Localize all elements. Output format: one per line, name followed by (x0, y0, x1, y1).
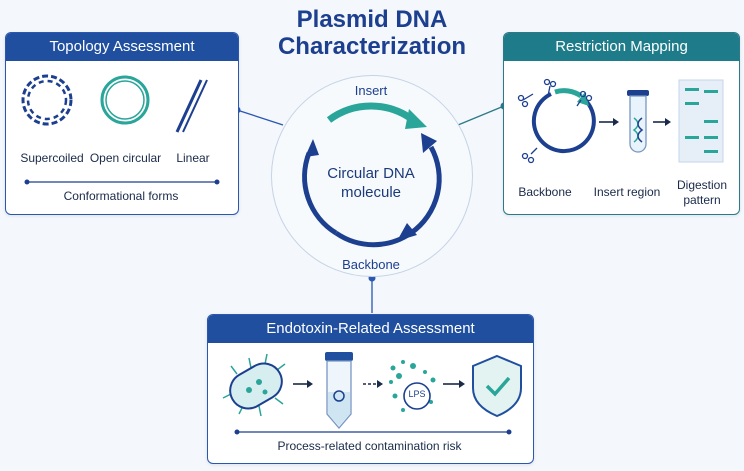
label-insert-region: Insert region (593, 185, 661, 199)
lps-label: LPS (408, 389, 426, 399)
topology-heading: Topology Assessment (6, 33, 238, 61)
vial-icon (325, 352, 353, 429)
form-open-circular: Open circular (89, 151, 162, 165)
test-tube-icon (627, 90, 649, 153)
scissors-icon (517, 78, 593, 164)
cut-plasmid-icon (531, 88, 596, 154)
backbone-label: Backbone (342, 257, 400, 272)
center-line-1: Circular DNA (327, 165, 415, 182)
label-digestion-pattern: Digestion pattern (676, 178, 728, 207)
endotoxin-heading: Endotoxin-Related Assessment (208, 315, 533, 343)
center-caption: Circular DNA molecule (301, 164, 441, 202)
title-line-2: Characterization (277, 33, 467, 60)
linear-icon (175, 79, 208, 133)
endotoxin-caption: Process-related contamination risk (277, 439, 462, 453)
gel-icon (678, 79, 724, 163)
diagram-title: Plasmid DNA Characterization (0, 6, 744, 60)
label-backbone: Backbone (518, 185, 572, 199)
topology-icons (21, 74, 220, 185)
title-line-1: Plasmid DNA (296, 6, 448, 33)
form-linear: Linear (176, 151, 210, 165)
endotoxin-icons (222, 352, 522, 435)
form-supercoiled: Supercoiled (20, 151, 84, 165)
lps-dots-icon (389, 360, 436, 412)
topology-caption: Conformational forms (63, 189, 179, 203)
shield-check-icon (472, 354, 522, 418)
restriction-icons (517, 78, 724, 164)
insert-label: Insert (354, 83, 388, 98)
plasmid-ring (302, 102, 442, 248)
bacterium-icon (222, 353, 286, 417)
supercoiled-icon (21, 74, 73, 126)
restriction-heading: Restriction Mapping (504, 33, 739, 61)
open-circular-icon (100, 75, 150, 125)
center-line-2: molecule (340, 184, 402, 201)
